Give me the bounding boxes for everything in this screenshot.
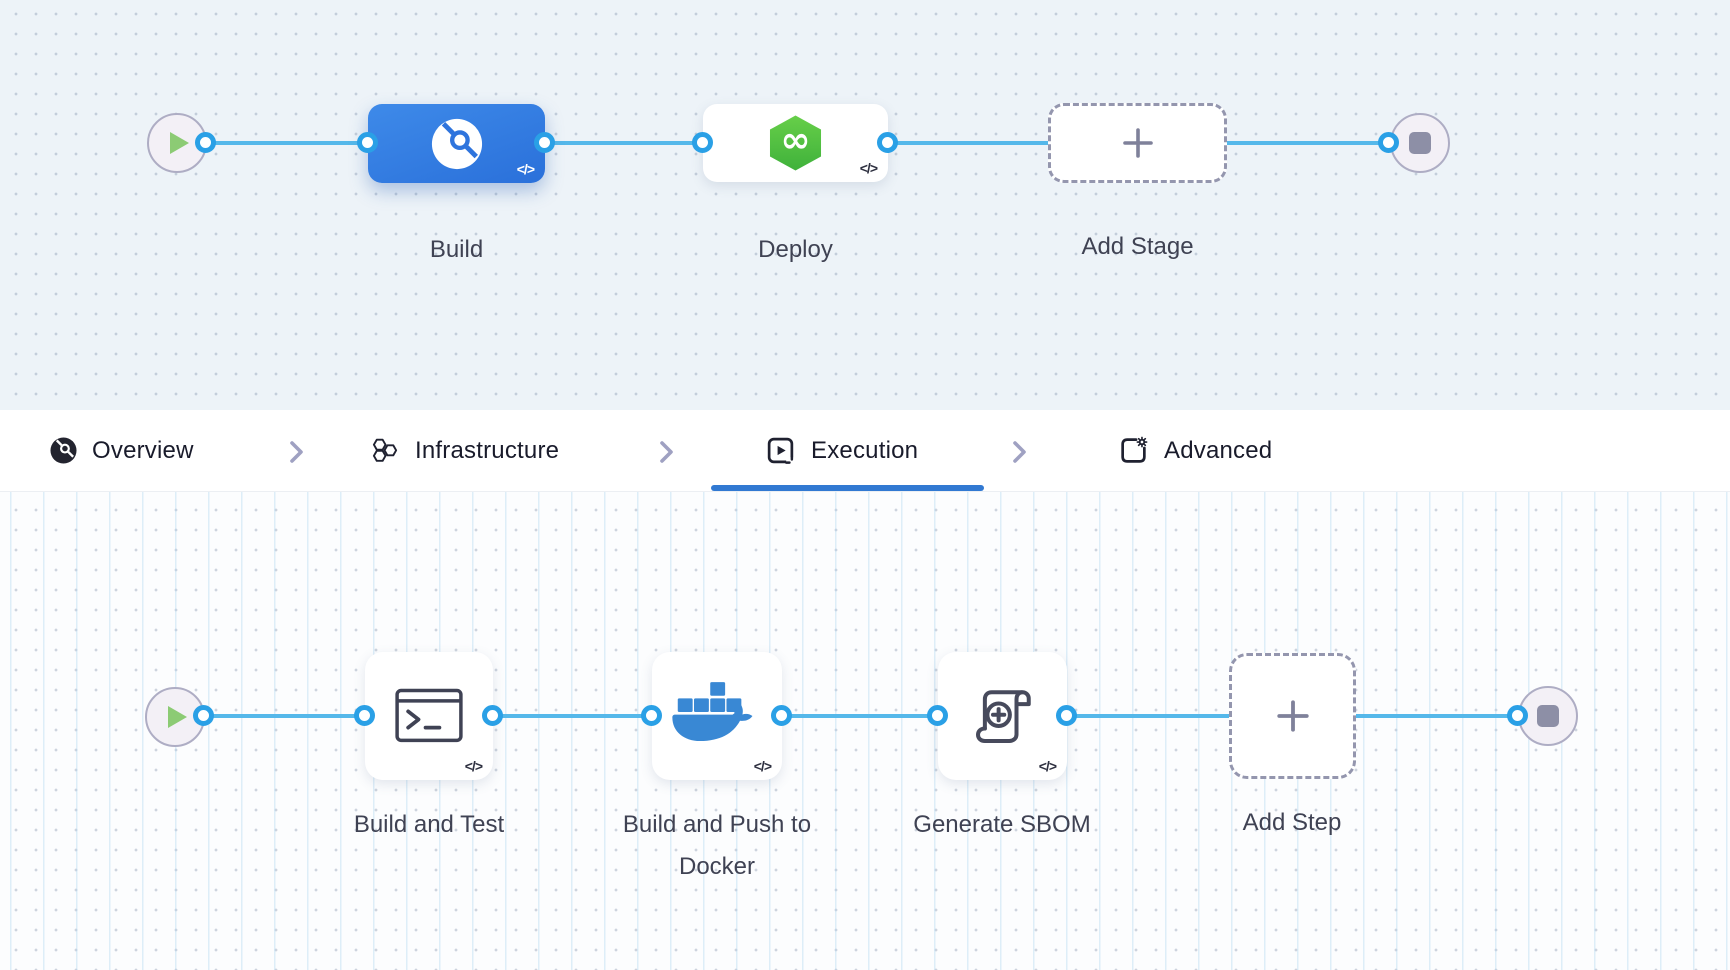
connector-port[interactable] (1507, 705, 1528, 726)
stop-icon (1537, 705, 1559, 727)
chevron-right-icon (1013, 441, 1026, 463)
active-tab-underline (711, 485, 984, 491)
connector-line (204, 714, 1518, 718)
harness-cd-icon: ∞ (769, 115, 822, 171)
execution-canvas[interactable]: </> </> </> (0, 492, 1730, 970)
connector-port[interactable] (357, 132, 378, 153)
tab-label: Overview (92, 436, 194, 464)
play-icon (168, 706, 187, 728)
chevron-right-icon (290, 441, 303, 463)
harness-ci-icon (431, 118, 482, 169)
step-label-build-and-test: Build and Test (353, 811, 505, 838)
yaml-code-badge: </> (464, 758, 483, 774)
tab-overview[interactable]: Overview (50, 410, 194, 491)
add-stage-button[interactable] (1048, 103, 1227, 183)
stage-node-deploy[interactable]: ∞ </> (703, 104, 888, 182)
step-node-build-and-push-docker[interactable]: </> (652, 652, 782, 780)
execution-end-node (1518, 686, 1578, 746)
connector-port[interactable] (193, 705, 214, 726)
tab-infrastructure[interactable]: Infrastructure (371, 410, 559, 491)
connector-port[interactable] (482, 705, 503, 726)
step-node-generate-sbom[interactable]: </> (938, 652, 1067, 780)
yaml-code-badge: </> (1038, 758, 1057, 774)
stage-canvas[interactable]: </> ∞ </> Build Deploy Add Stage (0, 0, 1730, 410)
connector-port[interactable] (1056, 705, 1077, 726)
stage-label-deploy: Deploy (758, 236, 833, 263)
stage-label-add-stage: Add Stage (1081, 233, 1194, 260)
terminal-icon (395, 688, 463, 743)
plus-icon (1122, 128, 1153, 158)
infrastructure-icon (372, 438, 398, 462)
advanced-icon (1121, 436, 1148, 463)
connector-port[interactable] (195, 132, 216, 153)
plus-icon (1276, 700, 1309, 732)
step-label-generate-sbom: Generate SBOM (913, 811, 1091, 838)
stage-config-tabbar: Overview Infrastructure Execution (0, 410, 1730, 492)
step-label-build-and-push-docker: Build and Push to Docker (622, 811, 812, 880)
step-label-add-step: Add Step (1242, 809, 1342, 836)
play-icon (170, 132, 189, 154)
yaml-code-badge: </> (859, 160, 878, 176)
docker-icon (672, 682, 753, 742)
stage-label-build: Build (429, 236, 484, 263)
tab-label: Advanced (1164, 436, 1273, 464)
yaml-code-badge: </> (753, 758, 772, 774)
connector-port[interactable] (1378, 132, 1399, 153)
step-node-build-and-test[interactable]: </> (365, 652, 493, 780)
connector-port[interactable] (641, 705, 662, 726)
execution-icon (767, 437, 794, 464)
connector-port[interactable] (771, 705, 792, 726)
connector-port[interactable] (534, 132, 555, 153)
connector-port[interactable] (692, 132, 713, 153)
pipeline-start-node (147, 113, 207, 173)
connector-port[interactable] (354, 705, 375, 726)
tab-label: Execution (811, 436, 919, 464)
tab-label: Infrastructure (415, 436, 560, 464)
connector-port[interactable] (927, 705, 948, 726)
chevron-right-icon (660, 441, 673, 463)
tab-execution[interactable]: Execution (765, 410, 918, 491)
scroll-add-icon (975, 690, 1031, 743)
tab-advanced[interactable]: Advanced (1118, 410, 1272, 491)
overview-icon (50, 437, 77, 464)
add-step-button[interactable] (1229, 653, 1356, 779)
yaml-code-badge: </> (516, 161, 535, 177)
stop-icon (1409, 132, 1431, 154)
pipeline-end-node (1390, 113, 1450, 173)
connector-port[interactable] (877, 132, 898, 153)
stage-node-build[interactable]: </> (368, 104, 545, 183)
